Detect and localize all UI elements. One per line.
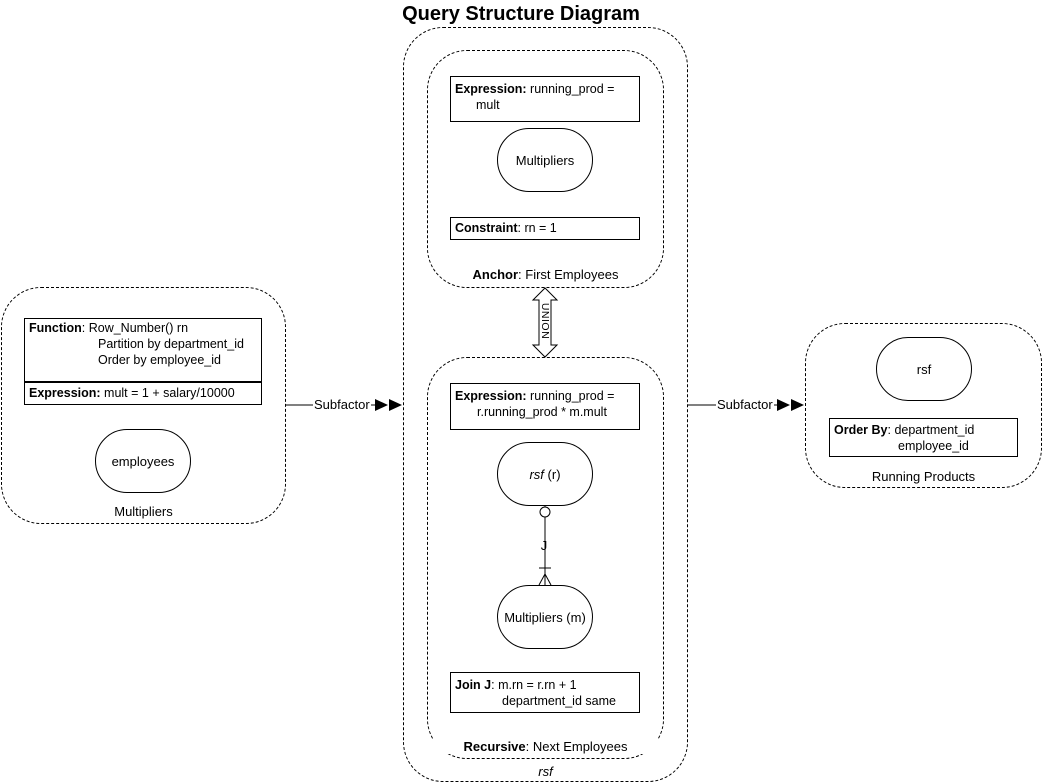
running-rsf-entity: rsf (876, 337, 972, 401)
function-line-1: : Row_Number() rn (81, 321, 189, 335)
right-subfactor-arrowhead-2 (791, 399, 804, 411)
rsf-r-italic: rsf (529, 466, 544, 482)
anchor-caption: Anchor: First Employees (427, 267, 664, 282)
anchor-expression-label: Expression: (455, 82, 527, 96)
join-crowfoot-left (538, 573, 546, 586)
function-label: Function (29, 321, 82, 335)
left-subfactor-label: Subfactor (313, 397, 371, 412)
join-box-label: Join J (455, 678, 492, 692)
join-crowfoot-right (544, 573, 552, 586)
constraint-text: : rn = 1 (517, 221, 557, 235)
join-connector-label: J (536, 538, 552, 553)
recursive-caption: Recursive: Next Employees (427, 739, 664, 754)
constraint-label: Constraint (455, 221, 518, 235)
running-products-caption: Running Products (871, 469, 976, 484)
constraint-box: Constraint: rn = 1 (450, 217, 640, 240)
multipliers-caption: Multipliers (114, 504, 173, 519)
function-box: Function: Row_Number() rn Partition by d… (24, 318, 262, 382)
right-subfactor-label: Subfactor (716, 397, 774, 412)
anchor-multipliers-label: Multipliers (515, 152, 575, 168)
right-subfactor-arrowhead-1 (777, 399, 790, 411)
recursive-expression-line-2: r.running_prod * m.mult (477, 405, 607, 419)
rsf-group (403, 27, 688, 782)
join-line-2: department_id same (502, 694, 616, 708)
join-box: Join J: m.rn = r.rn + 1 department_id sa… (450, 672, 640, 713)
recursive-caption-rest: : Next Employees (525, 739, 628, 754)
running-rsf-label: rsf (916, 361, 932, 377)
rsf-caption: rsf (538, 764, 553, 779)
anchor-caption-bold: Anchor (472, 267, 519, 282)
multipliers-expression-label: Expression: (29, 386, 101, 400)
recursive-group (427, 357, 664, 759)
employees-entity: employees (95, 429, 191, 493)
recursive-expression-line-1: running_prod = (526, 389, 615, 403)
employees-entity-label: employees (111, 453, 175, 469)
orderby-line-1: : department_id (887, 423, 975, 437)
diagram-title: Query Structure Diagram (402, 3, 640, 25)
anchor-caption-rest: : First Employees (518, 267, 619, 282)
rsf-r-rest: (r) (543, 466, 561, 482)
recursive-expression-label: Expression: (455, 389, 527, 403)
left-subfactor-arrowhead-2 (389, 399, 402, 411)
anchor-multipliers-entity: Multipliers (497, 128, 593, 192)
function-line-3: Order by employee_id (98, 353, 221, 367)
left-subfactor-arrowhead-1 (375, 399, 388, 411)
anchor-group (427, 50, 664, 288)
orderby-box: Order By: department_id employee_id (829, 418, 1018, 457)
multipliers-expression-box: Expression: mult = 1 + salary/10000 (24, 382, 262, 405)
orderby-label: Order By (834, 423, 888, 437)
union-label: UNION (539, 302, 551, 340)
orderby-line-2: employee_id (898, 439, 969, 453)
anchor-expression-line-1: running_prod = (526, 82, 615, 96)
multipliers-group (1, 287, 286, 524)
union-arrow (531, 287, 559, 358)
join-line-1: : m.rn = r.rn + 1 (491, 678, 577, 692)
recursive-caption-bold: Recursive (463, 739, 526, 754)
function-line-2: Partition by department_id (98, 337, 244, 351)
rsf-r-entity: rsf (r) (497, 442, 593, 506)
anchor-expression-box: Expression: running_prod = mult (450, 76, 640, 122)
multipliers-m-entity: Multipliers (m) (497, 585, 593, 649)
recursive-expression-box: Expression: running_prod = r.running_pro… (450, 383, 640, 430)
multipliers-expression-text: mult = 1 + salary/10000 (100, 386, 235, 400)
anchor-expression-line-2: mult (476, 98, 500, 112)
multipliers-m-label: Multipliers (m) (504, 609, 586, 625)
join-optional-circle (539, 506, 551, 518)
